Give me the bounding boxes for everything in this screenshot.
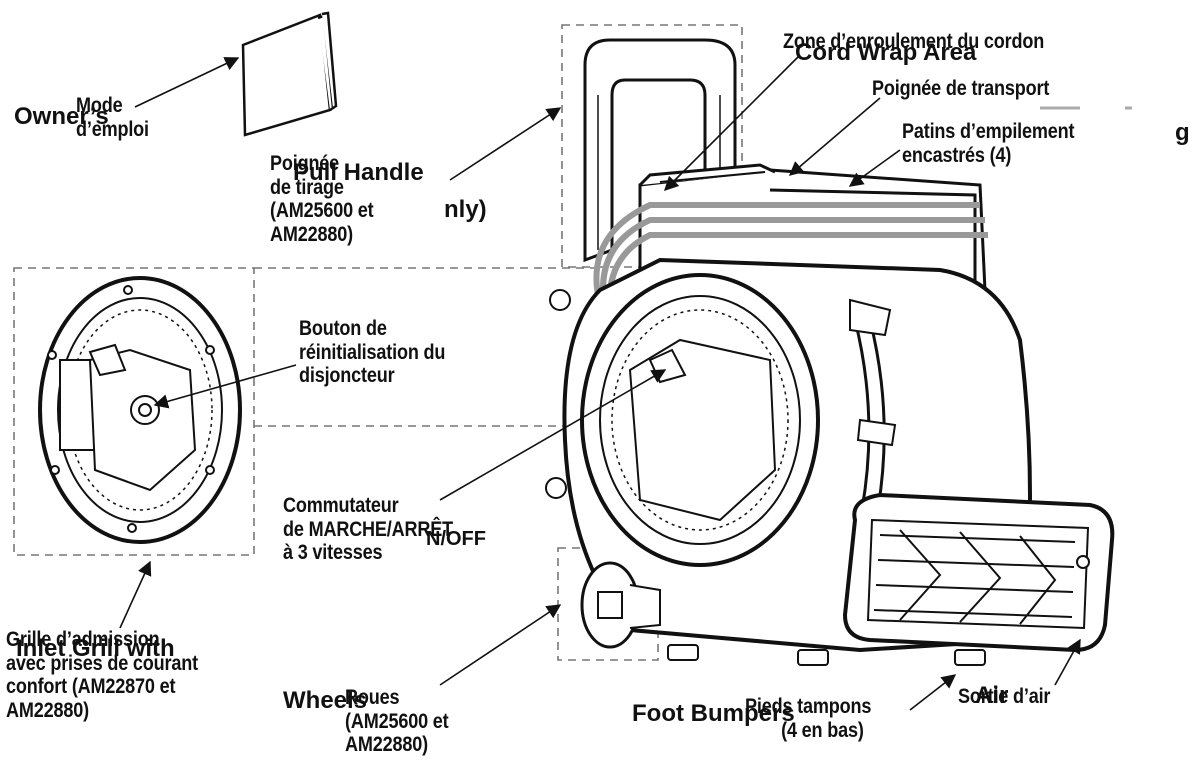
label-reset-button-fr: Bouton de réinitialisation du disjoncteu… [299, 317, 445, 388]
label-line: Sortie d’air [958, 685, 1051, 708]
label-line: à 3 vitesses [283, 541, 383, 565]
label-line: Pieds tampons [745, 695, 872, 718]
label-line: AM22880) [270, 222, 353, 246]
label-line: confort (AM22870 et [6, 675, 176, 699]
label-line: AM22880) [6, 698, 89, 722]
label-line: avec prises de courant [6, 651, 198, 675]
label-cord-wrap-fr: Zone d’enroulement du cordon [783, 30, 1044, 54]
label-only-en: nly) [444, 196, 487, 223]
label-owners-en: Owner’s [14, 103, 109, 130]
label-line: de tirage [270, 175, 344, 199]
label-stacking-pads-fr: Patins d’empilement encastrés (4) [902, 120, 1075, 167]
air-outlet-grill-drawing [842, 492, 1115, 653]
label-foot-bumpers-fr: Pieds tampons (4 en bas) [745, 695, 871, 742]
label-line: Mode [76, 94, 123, 117]
label-line: Grille d’admission [6, 628, 160, 651]
label-air-outlet-fr: Sortie d’air [958, 685, 1050, 709]
label-line: Roues [345, 686, 400, 709]
label-g-en: g [1175, 119, 1190, 146]
wheel-drawing [580, 561, 661, 649]
label-line: Zone d’enroulement du cordon [783, 30, 1045, 53]
label-foot-bumpers-en: Foot Bumpers [632, 700, 795, 727]
foot-bumpers-drawing [667, 644, 986, 666]
inlet-grill-detail [38, 276, 242, 544]
label-line: (AM25600 et [270, 199, 374, 223]
label-line: réinitialisation du [299, 340, 446, 364]
label-manual-fr: Mode d’emploi [76, 94, 149, 141]
label-cord-wrap-en: Cord Wrap Area [795, 39, 977, 66]
label-air-en: Air [975, 682, 1009, 709]
label-switch-fr: Commutateur de MARCHE/ARRÊT à 3 vitesses [283, 494, 453, 565]
label-pull-handle-en: Pull Handle [293, 159, 424, 186]
label-line: AM22880) [345, 733, 428, 757]
label-inlet-grill-en: Inlet Grill with [16, 635, 175, 662]
label-line: (4 en bas) [781, 718, 864, 742]
label-line: d’emploi [76, 117, 149, 141]
label-line: (AM25600 et [345, 709, 449, 733]
label-line: encastrés (4) [902, 143, 1012, 167]
label-line: disjoncteur [299, 364, 395, 388]
label-line: Poignée [270, 152, 340, 175]
label-inlet-grill-fr: Grille d’admission avec prises de couran… [6, 628, 198, 722]
label-line: Poignée de transport [872, 77, 1050, 100]
label-carry-handle-fr: Poignée de transport [872, 77, 1049, 101]
label-line: de MARCHE/ARRÊT [283, 517, 453, 541]
label-wheels-fr: Roues (AM25600 et AM22880) [345, 686, 449, 757]
label-line: Commutateur [283, 494, 399, 517]
label-wheels-en: Wheels [283, 687, 368, 714]
label-pull-handle-fr: Poignée de tirage (AM25600 et AM22880) [270, 152, 374, 246]
label-line: Bouton de [299, 317, 387, 340]
label-on-off-en: N/OFF [426, 528, 486, 550]
manual-booklet-icon [241, 11, 338, 137]
leader-arrows [119, 54, 1081, 711]
label-line: Patins d’empilement [902, 120, 1075, 143]
